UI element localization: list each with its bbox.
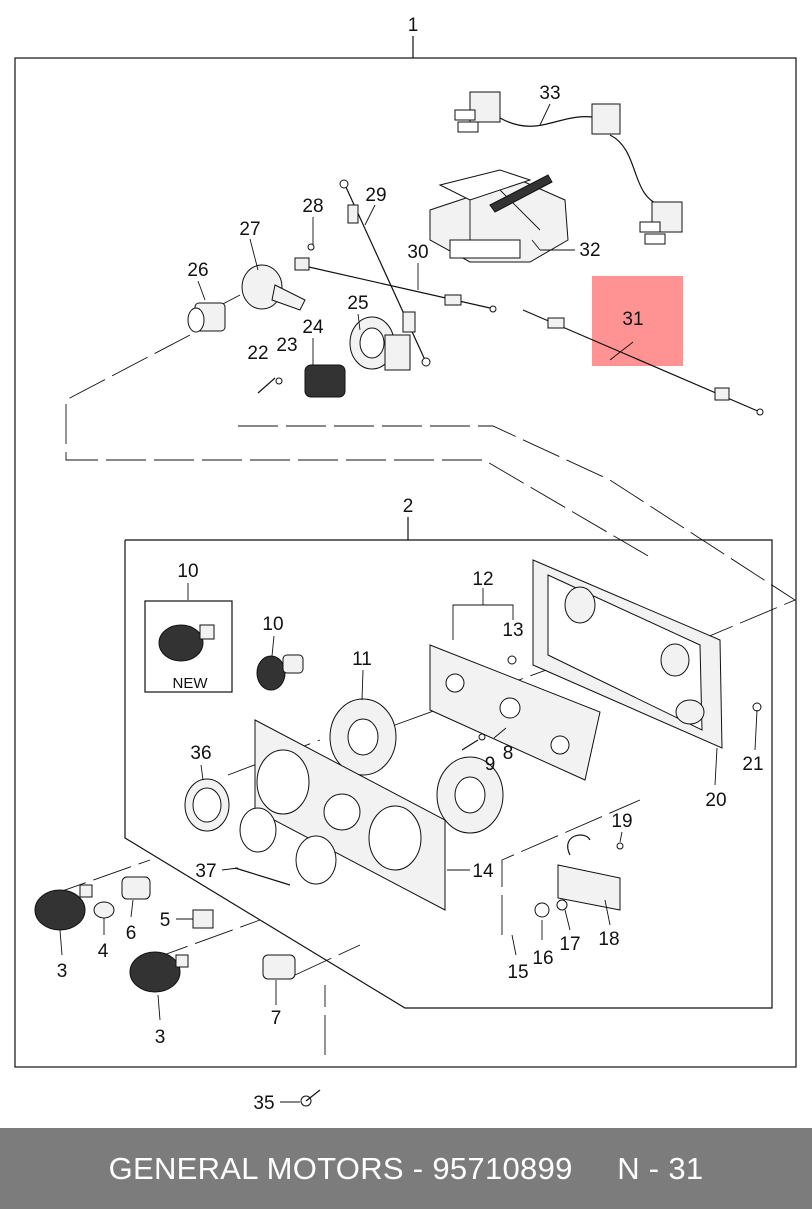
knob-assembly-upper (187, 243, 411, 398)
knob-3-left (34, 884, 93, 931)
new-part-box (144, 600, 233, 693)
callout-15: 15 (507, 962, 528, 983)
cap-4 (93, 901, 115, 919)
callout-5: 5 (160, 910, 171, 931)
callout-11: 11 (352, 649, 372, 670)
callout-25: 25 (347, 293, 368, 314)
callout-20: 20 (705, 790, 726, 811)
callout-28: 28 (302, 196, 323, 217)
footer-text: GENERAL MOTORS - 95710899 N - 31 (108, 1150, 704, 1186)
switch-18 (534, 834, 624, 918)
bulb-6 (121, 876, 151, 900)
callout-22: 22 (247, 343, 268, 364)
callout-27: 27 (239, 219, 260, 240)
callout-33: 33 (539, 83, 560, 104)
trim-ring-36 (184, 778, 337, 886)
assembly-frame-1 (14, 57, 797, 1068)
screw-35 (300, 1089, 321, 1107)
parts-diagram: NEW (14, 15, 797, 1114)
callout-10-new: 10 (177, 561, 198, 582)
callout-37: 37 (195, 861, 216, 882)
cable-31 (522, 309, 764, 416)
callout-32: 32 (579, 240, 600, 261)
callout-8: 8 (503, 743, 514, 764)
callout-29: 29 (365, 185, 386, 206)
cable-30 (294, 257, 497, 313)
footer-bar: GENERAL MOTORS - 95710899 N - 31 (0, 1128, 812, 1209)
callout-10: 10 (262, 614, 283, 635)
faceplate-14 (254, 719, 446, 911)
callout-19: 19 (611, 811, 632, 832)
plate-12 (429, 644, 601, 781)
harness-33 (454, 91, 683, 245)
callout-13: 13 (502, 620, 523, 641)
callout-14: 14 (472, 861, 494, 882)
callout-35: 35 (253, 1093, 274, 1114)
knob-10 (256, 654, 304, 691)
callout-18: 18 (598, 929, 619, 950)
knob-10-new (158, 624, 215, 662)
callout-36: 36 (190, 743, 211, 764)
screw-21 (752, 702, 762, 712)
callout-3-left: 3 (57, 961, 68, 982)
callout-4: 4 (98, 941, 109, 962)
new-label: NEW (173, 675, 209, 692)
callout-26: 26 (187, 260, 208, 281)
callout-30: 30 (407, 242, 428, 263)
callout-17: 17 (559, 934, 580, 955)
callout-23: 23 (276, 335, 297, 356)
callout-7: 7 (271, 1008, 282, 1029)
housing-20 (532, 559, 723, 749)
screw-13 (507, 655, 517, 665)
knob-3-bottom (129, 951, 189, 993)
callout-3-bottom: 3 (155, 1027, 166, 1048)
callout-21: 21 (742, 754, 763, 775)
actuator-unit-32 (429, 169, 569, 263)
highlight-box (592, 276, 683, 366)
cable-29 (339, 179, 431, 367)
spring-9 (461, 733, 486, 751)
callout-9: 9 (485, 754, 496, 775)
callout-6: 6 (126, 923, 137, 944)
callout-24: 24 (302, 317, 324, 338)
callout-2: 2 (403, 496, 414, 517)
callout-16: 16 (532, 948, 553, 969)
callout-31: 31 (622, 309, 643, 330)
callout-12: 12 (472, 569, 493, 590)
disc-11 (329, 698, 504, 834)
clip-5 (192, 909, 214, 929)
callout-1: 1 (408, 15, 419, 36)
bulb-7 (262, 954, 296, 980)
assembly-frame-2 (124, 539, 773, 1009)
